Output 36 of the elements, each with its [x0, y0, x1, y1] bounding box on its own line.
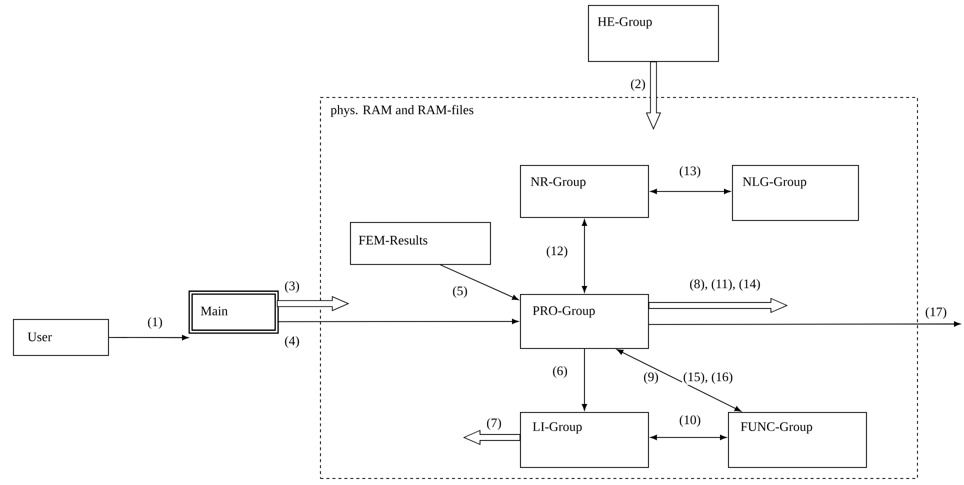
- process-box: PRO-Group: [520, 294, 649, 349]
- process-box: FEM-Results: [350, 222, 491, 265]
- edge-label: (10): [678, 414, 702, 428]
- edge-label: (2): [629, 78, 647, 92]
- process-box: FUNC-Group: [728, 412, 867, 468]
- edge-label: (8), (11), (14): [688, 278, 762, 292]
- process-box: HE-Group: [588, 5, 719, 62]
- arrow: [440, 264, 519, 300]
- edge-label: (9): [642, 371, 660, 385]
- process-box: NLG-Group: [732, 165, 859, 221]
- process-box: LI-Group: [520, 412, 649, 468]
- arrow: [582, 219, 588, 293]
- edge-label: (17): [924, 306, 948, 320]
- hollow-arrow: [276, 296, 350, 312]
- edge-label: (7): [485, 417, 503, 431]
- hollow-arrow: [646, 62, 662, 130]
- arrow: [582, 348, 588, 411]
- hollow-arrow: [648, 298, 788, 314]
- edge-label: (5): [451, 285, 469, 299]
- process-box: NR-Group: [520, 165, 649, 218]
- process-box: User: [13, 319, 109, 356]
- edge-label: (1): [146, 316, 164, 330]
- arrow: [108, 334, 189, 340]
- arrow: [648, 321, 961, 327]
- edge-label: (6): [551, 365, 569, 379]
- arrow: [650, 188, 731, 194]
- edge-label: (12): [545, 245, 569, 259]
- edge-label: (4): [283, 335, 301, 349]
- edge-label: (3): [283, 280, 301, 294]
- arrow: [276, 318, 519, 324]
- hollow-arrow: [463, 430, 520, 446]
- arrow: [650, 434, 727, 440]
- edge-label: (13): [678, 165, 702, 179]
- number-label: (15), (16): [682, 371, 734, 385]
- arrow: [616, 349, 742, 412]
- process-box: Main: [188, 290, 279, 334]
